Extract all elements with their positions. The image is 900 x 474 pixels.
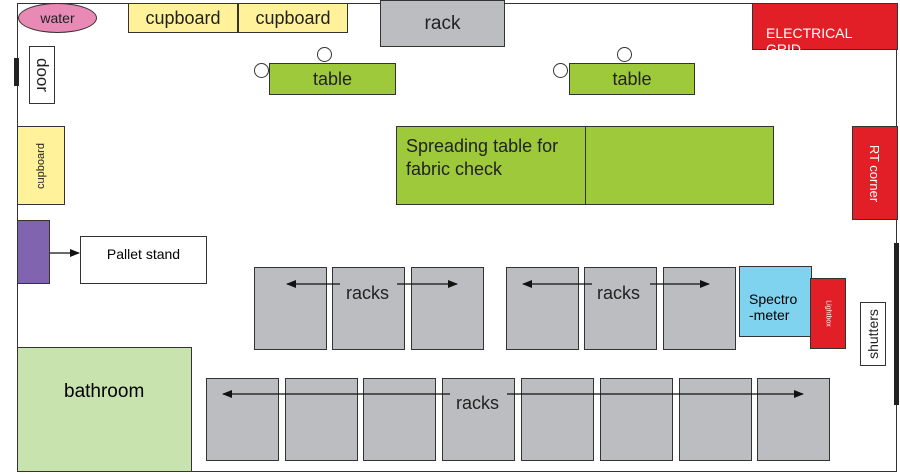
chair <box>553 63 568 78</box>
pallet-block <box>17 220 50 284</box>
rt-corner: RT corner <box>852 126 898 220</box>
rack-unit <box>363 378 436 461</box>
cupboard-top-left-label: cupboard <box>145 7 221 28</box>
electrical-grid-label: ELECTRICAL GRID <box>766 25 853 57</box>
racks-bottom-label: racks <box>456 393 500 413</box>
shutters-bar <box>894 243 899 405</box>
water-dispenser: water <box>18 3 97 33</box>
rack-unit <box>679 378 752 461</box>
spreading-table-label: Spreading table for fabric check <box>406 136 559 179</box>
spreading-table: Spreading table for fabric check <box>396 126 774 205</box>
cupboard-top-right: cupboard <box>238 3 348 33</box>
table-left: table <box>269 63 396 95</box>
rack-unit <box>584 267 657 350</box>
table-right-label: table <box>612 68 652 89</box>
chair <box>317 47 332 62</box>
rack-unit <box>285 378 358 461</box>
spectrometer: Spectro -meter <box>739 266 812 337</box>
cupboard-top-left: cupboard <box>128 3 238 33</box>
spectrometer-label: Spectro -meter <box>749 291 798 323</box>
rack-top: rack <box>380 0 505 47</box>
chair <box>617 47 632 62</box>
rack-unit <box>332 267 405 350</box>
rack-unit <box>521 378 594 461</box>
pallet-stand-label: Pallet stand <box>106 246 181 262</box>
bathroom: bathroom <box>17 347 192 472</box>
rack-unit <box>442 378 515 461</box>
electrical-grid: ELECTRICAL GRID <box>752 3 898 57</box>
rack-unit <box>206 378 279 461</box>
door-marker <box>14 58 19 86</box>
chair <box>254 63 269 78</box>
racks-middle-label: racks <box>597 283 641 303</box>
cupboard-side: cupboard <box>17 126 65 205</box>
shutters: shutters <box>860 302 886 366</box>
pallet-stand: Pallet stand <box>80 236 207 284</box>
table-left-label: table <box>312 68 353 89</box>
rack-unit <box>600 378 673 461</box>
table-right: table <box>569 63 695 95</box>
door: door <box>29 46 55 104</box>
rack-unit <box>663 267 736 350</box>
bathroom-label: bathroom <box>64 381 145 402</box>
spreading-table-divider <box>585 127 586 204</box>
rack-unit <box>757 378 830 461</box>
rack-top-label: rack <box>424 12 461 34</box>
racks-left-label: racks <box>346 283 390 303</box>
cupboard-top-right-label: cupboard <box>255 7 331 28</box>
rack-unit <box>506 267 579 350</box>
rack-unit <box>411 267 484 350</box>
small-red-unit: Lightbox <box>810 278 846 349</box>
water-label: water <box>40 10 75 26</box>
